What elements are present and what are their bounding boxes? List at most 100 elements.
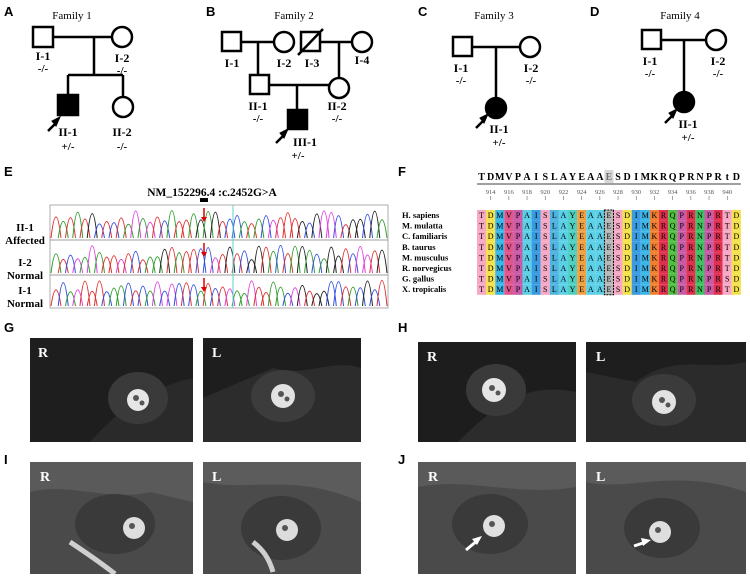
alignment-cell [540,263,550,274]
alignment-residue: L [552,285,557,294]
family2-i2-female [272,30,296,54]
alignment-residue: D [488,243,494,252]
panel-label-f: F [398,164,406,179]
trace-peak [188,249,200,274]
alignment-residue: Q [670,232,676,241]
alignment-residue: S [616,243,620,252]
mutation-arrow-head [201,252,207,257]
alignment-position: 936 [686,189,697,196]
alignment-cell [477,273,487,285]
alignment-cell [613,241,623,253]
alignment-cell [668,284,678,295]
alignment-cell [659,231,669,242]
alignment-residue: P [516,253,521,262]
family4-ii1-id: II-1 [678,117,697,131]
alignment-residue: V [506,275,512,284]
alignment-residue: P [680,285,685,294]
alignment-residue: M [496,264,503,273]
trace-peak [130,290,142,307]
alignment-residue: V [506,253,512,262]
alignment-residue: A [597,285,603,294]
conservation-alignment: TDMVPAISLAYEAAESDIMKRQPRNPRtD91491691892… [402,170,741,296]
alignment-cell [486,263,496,274]
alignment-residue: D [488,222,494,231]
alignment-cell [577,241,587,253]
alignment-cell [495,231,505,242]
trace-peak [57,282,69,307]
alignment-cell [659,284,669,295]
alignment-cell [613,231,623,242]
family1-ii1-genotype: +/- [62,141,75,153]
alignment-cell [495,241,505,253]
trace-peak [166,283,178,307]
trace-peak [209,287,221,307]
alignment-residue: T [725,232,730,241]
alignment-cell [731,241,741,253]
trace-peak [238,221,250,239]
alignment-cell [649,210,659,221]
alignment-residue: M [642,232,649,241]
alignment-cell [731,252,741,263]
alignment-residue: S [543,211,547,220]
alignment-cell [595,252,605,263]
trace-peak [144,221,156,239]
alignment-residue: E [579,285,584,294]
alignment-residue: A [597,275,603,284]
alignment-cell [586,220,596,232]
alignment-residue: P [680,264,685,273]
trace-peak [267,219,279,239]
alignment-cell [531,241,541,253]
alignment-cell [640,273,650,285]
alignment-residue: A [524,264,530,273]
alignment-cell [631,210,641,221]
trace-peak [347,286,359,307]
trace-peak [362,280,374,307]
family3-i1-genotype: -/- [456,75,467,87]
alignment-cell [668,231,678,242]
pedigree-figure: Family 1 I-1 -/- I-2 -/- II-1 +/- II-2 -… [31,10,728,160]
alignment-residue: A [597,253,603,262]
mri-g-left: L [203,338,361,442]
trace-peak [130,250,142,274]
mri-j-left: L [586,462,746,574]
trace-peak [202,282,214,307]
family1-ii1-affected-male [56,93,80,117]
alignment-cell [540,220,550,232]
alignment-cell [513,252,523,263]
trace-peak [108,287,120,307]
alignment-cell [649,241,659,253]
alignment-cell [686,241,696,253]
alignment-residue: R [661,243,667,252]
trace-peak [340,248,352,274]
alignment-residue: T [479,275,484,284]
alignment-position: 922 [559,189,569,196]
alignment-cell [477,252,487,263]
trace-peak [151,281,163,307]
alignment-residue: R [688,264,694,273]
alignment-cell [595,210,605,221]
trace-peak [151,216,163,239]
alignment-cell [522,210,532,221]
alignment-cell [704,252,714,263]
trace-peak [72,258,84,274]
alignment-cell [640,241,650,253]
family2-iii1-genotype: +/- [292,150,305,160]
mutation-marker [200,198,208,202]
alignment-species-name: M. mulatta [402,221,443,231]
mri-g-left-label: L [212,346,222,361]
alignment-residue: V [506,243,512,252]
trace-peak [304,250,316,274]
trace-peak [188,213,200,239]
trace-peak [64,291,76,307]
alignment-cell [586,252,596,263]
alignment-residue: M [642,253,649,262]
alignment-cell [622,241,632,253]
alignment-residue: A [588,211,594,220]
alignment-cell [549,231,559,242]
alignment-cell [513,241,523,253]
trace-peak [318,290,330,307]
alignment-residue: A [561,232,567,241]
alignment-residue: E [607,253,612,262]
alignment-cell [622,284,632,295]
trace-peak [166,247,178,274]
